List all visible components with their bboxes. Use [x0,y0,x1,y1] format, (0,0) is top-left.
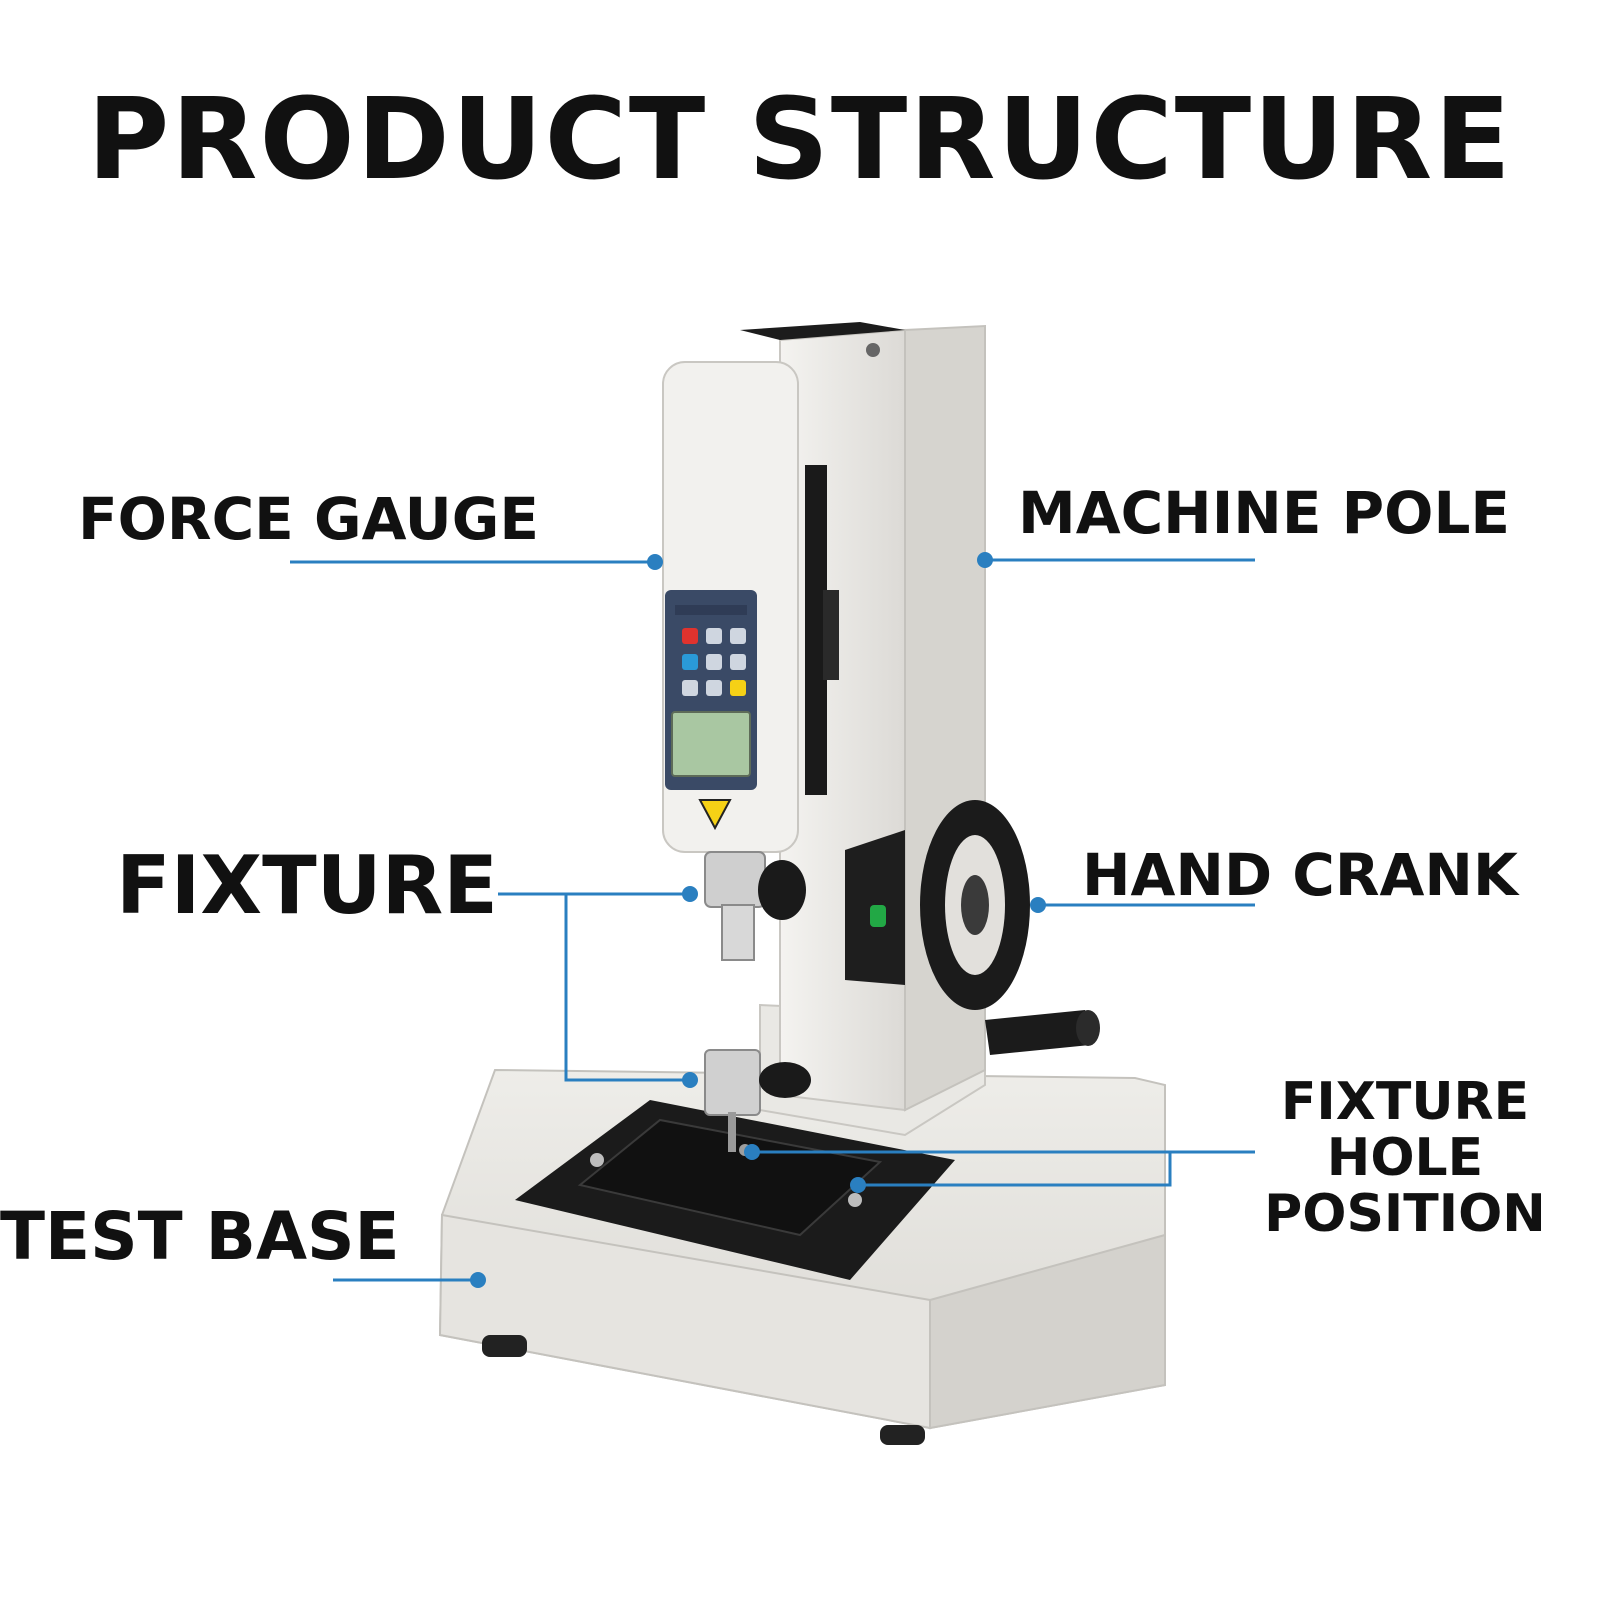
fixture-hole-lower-leader-dot [850,1177,866,1193]
hand-crank-leader-dot [1030,897,1046,913]
label-fixture: FIXTURE [116,839,498,932]
label-fixture-hole-position: FIXTURE HOLE POSITION [1264,1072,1546,1245]
test-base-leader-dot [470,1272,486,1288]
fixture-lower-leader-dot [682,1072,698,1088]
fixture-leader-line-lower [564,894,690,1082]
label-test-base: TEST BASE [0,1198,400,1275]
label-hand-crank: HAND CRANK [1082,841,1518,909]
label-machine-pole: MACHINE POLE [1018,479,1511,547]
force-gauge-leader-dot [647,554,663,570]
machine-pole-leader-dot [977,552,993,568]
lower-fixture [704,1049,811,1152]
diagram-title: PRODUCT STRUCTURE [87,75,1513,205]
label-force-gauge: FORCE GAUGE [78,485,539,553]
fixture-plate [515,1100,955,1280]
fixture-hole-upper-leader-dot [744,1144,760,1160]
fixture-upper-leader-dot [682,886,698,902]
upper-fixture [704,851,806,961]
hand-crank [845,800,1100,1055]
force-gauge [662,361,799,853]
fixture-hole-leader-line-lower [858,1152,1172,1187]
